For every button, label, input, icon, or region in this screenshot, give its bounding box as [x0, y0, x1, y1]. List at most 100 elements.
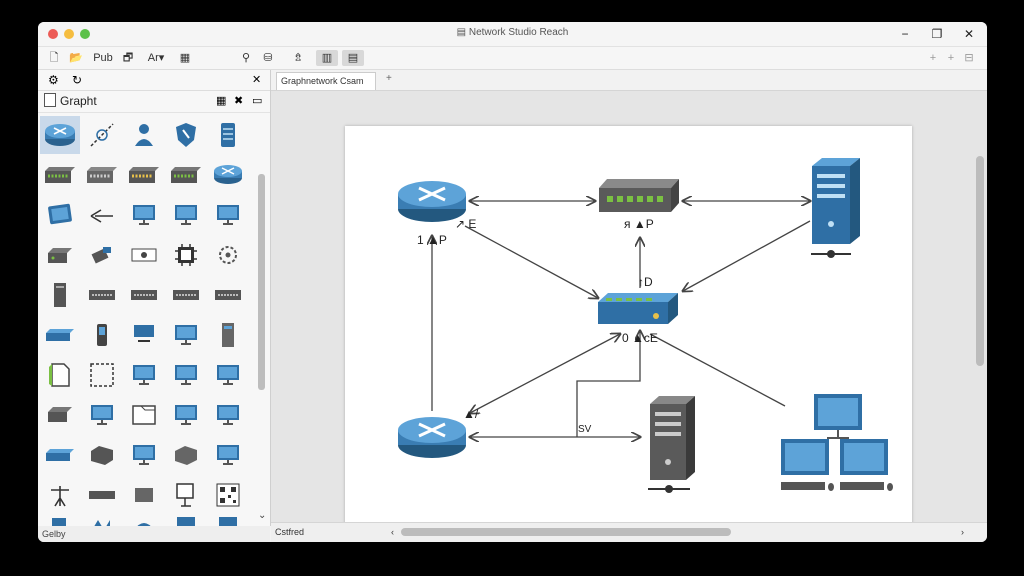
- dock-icon[interactable]: ▭: [252, 95, 263, 107]
- monitor-tile-11[interactable]: [124, 436, 164, 474]
- modem-tile[interactable]: [40, 236, 80, 274]
- wireless-tile[interactable]: [82, 116, 122, 154]
- phone-tile[interactable]: [82, 316, 122, 354]
- add-icon[interactable]: +: [947, 52, 955, 64]
- canvas-vertical-scrollbar[interactable]: [976, 156, 984, 366]
- folder-tile[interactable]: [124, 396, 164, 434]
- grid-icon[interactable]: ▦: [179, 52, 191, 64]
- link-router-hub[interactable]: [464, 225, 598, 298]
- antenna-tile[interactable]: [40, 476, 80, 514]
- connector-tile[interactable]: [82, 236, 122, 274]
- hub-tile[interactable]: [166, 236, 206, 274]
- monitor-tile-12[interactable]: [208, 436, 248, 474]
- router-tile-2[interactable]: [208, 156, 248, 194]
- speaker-icon: [135, 488, 153, 502]
- router-tile[interactable]: [40, 116, 80, 154]
- canvas-area[interactable]: 1 ▲P ↗ E ᴙ ▲P ↑D 0 ▲cE ▲/ SV: [271, 91, 987, 526]
- server-top-right[interactable]: [811, 158, 860, 258]
- close-button[interactable]: ✕: [963, 27, 975, 41]
- monitor-tile-3[interactable]: [208, 196, 248, 234]
- window-icon[interactable]: 🗗: [122, 52, 134, 64]
- minimize-button[interactable]: −: [901, 27, 909, 41]
- switch-tile-3[interactable]: [124, 156, 164, 194]
- bridge-tile[interactable]: [40, 436, 80, 474]
- scroll-down-icon[interactable]: ⌄: [258, 510, 267, 521]
- switch-top[interactable]: [599, 179, 679, 212]
- tablet-tile[interactable]: [40, 196, 80, 234]
- monitor-tile-4[interactable]: [166, 316, 206, 354]
- gateway-tile[interactable]: [40, 396, 80, 434]
- monitor-tile-9[interactable]: [166, 396, 206, 434]
- palette-status-text: Gelby: [42, 529, 66, 539]
- link-mid-hub[interactable]: [576, 331, 640, 437]
- tower-tile-2[interactable]: [208, 316, 248, 354]
- rack-tile-4[interactable]: [208, 276, 248, 314]
- kiosk-tile[interactable]: [166, 476, 206, 514]
- link-router2-hub[interactable]: [470, 334, 620, 413]
- cube-tile[interactable]: [166, 436, 206, 474]
- upload-icon[interactable]: ⇯: [293, 52, 303, 64]
- box-tile[interactable]: [82, 436, 122, 474]
- router-top[interactable]: [398, 181, 466, 222]
- switch-tile-1[interactable]: [40, 156, 80, 194]
- grid-view-icon[interactable]: ▦: [216, 95, 227, 107]
- monitor-tile-5[interactable]: [124, 356, 164, 394]
- search-icon[interactable]: ⚲: [241, 52, 251, 64]
- refresh-tab-icon[interactable]: ↻: [72, 73, 83, 87]
- terminal-tile[interactable]: [124, 316, 164, 354]
- firewall-tile[interactable]: [166, 116, 206, 154]
- zoom-in-icon[interactable]: +: [929, 52, 937, 64]
- open-folder-icon[interactable]: 📂: [69, 52, 83, 64]
- printer-tile[interactable]: [124, 236, 164, 274]
- monitor-tile-1[interactable]: [124, 196, 164, 234]
- monitor-tile-8[interactable]: [82, 396, 122, 434]
- document-tile[interactable]: [40, 356, 80, 394]
- hub-center[interactable]: [598, 293, 678, 324]
- storage-tile[interactable]: [208, 116, 248, 154]
- router-bottom[interactable]: [398, 417, 466, 458]
- diagram-page[interactable]: 1 ▲P ↗ E ᴙ ▲P ↑D 0 ▲cE ▲/ SV: [345, 126, 912, 526]
- monitor-tile-10[interactable]: [208, 396, 248, 434]
- zoom-window-dot[interactable]: [80, 29, 90, 39]
- monitor-tile-6[interactable]: [166, 356, 206, 394]
- speaker-tile[interactable]: [124, 476, 164, 514]
- user-tile[interactable]: [124, 116, 164, 154]
- pin-icon[interactable]: ✖: [234, 95, 244, 107]
- minimize-window-dot[interactable]: [64, 29, 74, 39]
- patch-tile[interactable]: [82, 476, 122, 514]
- maximize-button[interactable]: ❐: [931, 27, 943, 41]
- cable-tile[interactable]: [82, 196, 122, 234]
- qr-tile[interactable]: [208, 476, 248, 514]
- publish-button[interactable]: Pub: [93, 52, 113, 64]
- link-server-hub[interactable]: [683, 220, 811, 291]
- new-file-icon[interactable]: 🗋: [49, 52, 59, 64]
- layout-b-icon[interactable]: ▤: [342, 50, 364, 66]
- rack-tile-2[interactable]: [124, 276, 164, 314]
- close-window-dot[interactable]: [48, 29, 58, 39]
- gear-tile[interactable]: [208, 236, 248, 274]
- document-tab[interactable]: Graphnetwork Csam: [276, 72, 376, 90]
- switch-tile-2[interactable]: [82, 156, 122, 194]
- arrange-dropdown[interactable]: Ar▾: [147, 52, 165, 64]
- settings-tab-icon[interactable]: ⚙: [48, 73, 59, 87]
- rack-tile-1[interactable]: [82, 276, 122, 314]
- area-tile[interactable]: [82, 356, 122, 394]
- server-bottom[interactable]: [648, 396, 695, 493]
- monitor-tile-2[interactable]: [166, 196, 206, 234]
- switch-blue-tile[interactable]: [40, 316, 80, 354]
- canvas-horizontal-scrollbar[interactable]: [401, 528, 731, 536]
- switch-tile-4[interactable]: [166, 156, 206, 194]
- database-icon[interactable]: ⛁: [263, 52, 273, 64]
- tower-tile[interactable]: [40, 276, 80, 314]
- link-hub-workstations[interactable]: [649, 333, 786, 407]
- layout-a-icon[interactable]: ▥: [316, 50, 338, 66]
- workstation-cluster[interactable]: [781, 394, 893, 491]
- scroll-right-icon[interactable]: ›: [961, 527, 964, 537]
- add-tab-icon[interactable]: +: [386, 73, 392, 84]
- scroll-left-icon[interactable]: ‹: [391, 527, 394, 537]
- palette-scrollbar[interactable]: [258, 174, 265, 390]
- rack-tile-3[interactable]: [166, 276, 206, 314]
- close-panel-icon[interactable]: ✕: [252, 74, 262, 86]
- collapse-icon[interactable]: ⊟: [964, 52, 974, 64]
- monitor-tile-7[interactable]: [208, 356, 248, 394]
